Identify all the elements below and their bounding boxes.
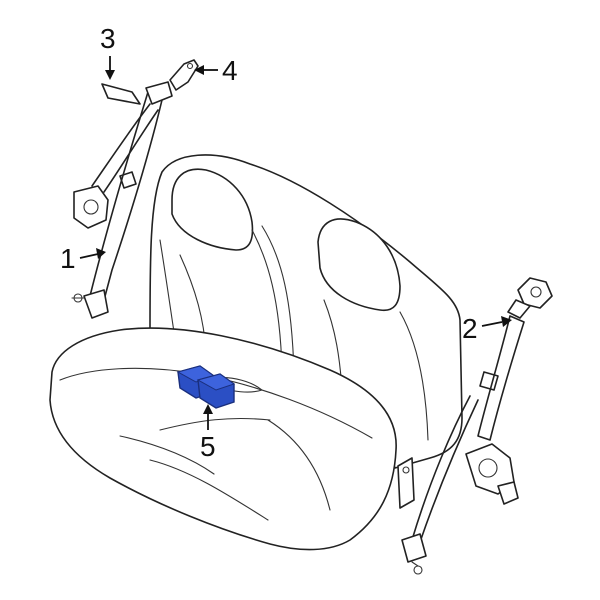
- svg-text:2: 2: [462, 313, 478, 344]
- trim-cover: [101, 83, 141, 105]
- seat-cushion: [49, 327, 397, 551]
- right-lower-anchor: [401, 533, 427, 563]
- svg-text:1: 1: [60, 243, 76, 274]
- left-lower-anchor: [83, 289, 109, 319]
- callout-2: 2: [462, 313, 512, 344]
- left-headrest: [171, 168, 254, 251]
- svg-text:4: 4: [222, 55, 238, 86]
- left-retractor: [73, 185, 109, 229]
- callout-5: 5: [200, 404, 216, 462]
- callout-3: 3: [100, 23, 116, 80]
- callout-1: 1: [60, 243, 106, 274]
- right-belt-webbing: [477, 315, 525, 441]
- svg-text:5: 5: [200, 431, 216, 462]
- buckle-assembly: [176, 365, 236, 409]
- upper-anchor: [169, 59, 199, 91]
- rear-seat: [49, 154, 463, 551]
- left-belt-assembly: [71, 81, 173, 319]
- right-belt-assembly: [401, 277, 553, 575]
- side-bracket: [397, 457, 415, 509]
- svg-text:3: 3: [100, 23, 116, 54]
- callout-4: 4: [194, 55, 238, 86]
- left-upper-guide: [145, 81, 173, 105]
- right-headrest: [317, 218, 401, 312]
